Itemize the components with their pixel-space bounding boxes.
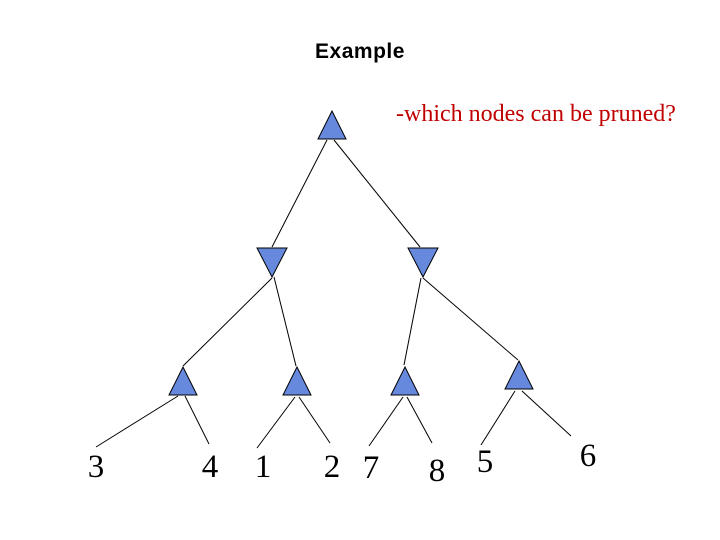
- pruning-question-text: -which nodes can be pruned?: [396, 101, 676, 127]
- tree-node-max-2-max: [282, 365, 312, 396]
- leaf-value-2: 2: [324, 449, 341, 485]
- tree-edge-max-1-to-leaf-3: [95, 395, 179, 448]
- tree-edge-min-left-to-max-2: [273, 276, 297, 367]
- tree-edge-max-3-to-leaf-8: [406, 396, 433, 444]
- tree-edge-max-1-to-leaf-4: [184, 395, 210, 445]
- leaf-value-3: 3: [88, 449, 105, 485]
- tree-edge-max-2-to-leaf-1: [256, 396, 296, 449]
- tree-edge-root-to-min-right: [333, 139, 421, 248]
- tree-edge-min-right-to-max-3: [403, 277, 422, 366]
- leaf-value-7: 7: [363, 450, 380, 486]
- tree-node-min-left-min: [256, 247, 288, 279]
- tree-edge-max-4-to-leaf-6: [521, 390, 572, 437]
- tree-edge-max-3-to-leaf-7: [368, 396, 404, 447]
- leaf-value-5: 5: [477, 444, 494, 480]
- tree-edge-max-4-to-leaf-5: [480, 390, 516, 446]
- slide-title: Example: [315, 40, 405, 63]
- tree-node-max-3-max: [390, 365, 420, 396]
- leaf-value-6: 6: [580, 438, 597, 474]
- tree-node-max-4-max: [504, 359, 534, 390]
- leaf-value-8: 8: [429, 453, 446, 489]
- tree-edge-min-right-to-max-4: [422, 277, 519, 361]
- tree-node-root-max: [317, 109, 347, 140]
- tree-node-max-1-max: [168, 365, 198, 396]
- tree-edge-root-to-min-left: [271, 139, 328, 248]
- tree-edge-max-2-to-leaf-2: [298, 396, 331, 444]
- tree-node-min-right-min: [407, 247, 439, 279]
- leaf-value-1: 1: [255, 449, 272, 485]
- leaf-value-4: 4: [202, 449, 219, 485]
- tree-edge-min-left-to-max-1: [182, 277, 273, 367]
